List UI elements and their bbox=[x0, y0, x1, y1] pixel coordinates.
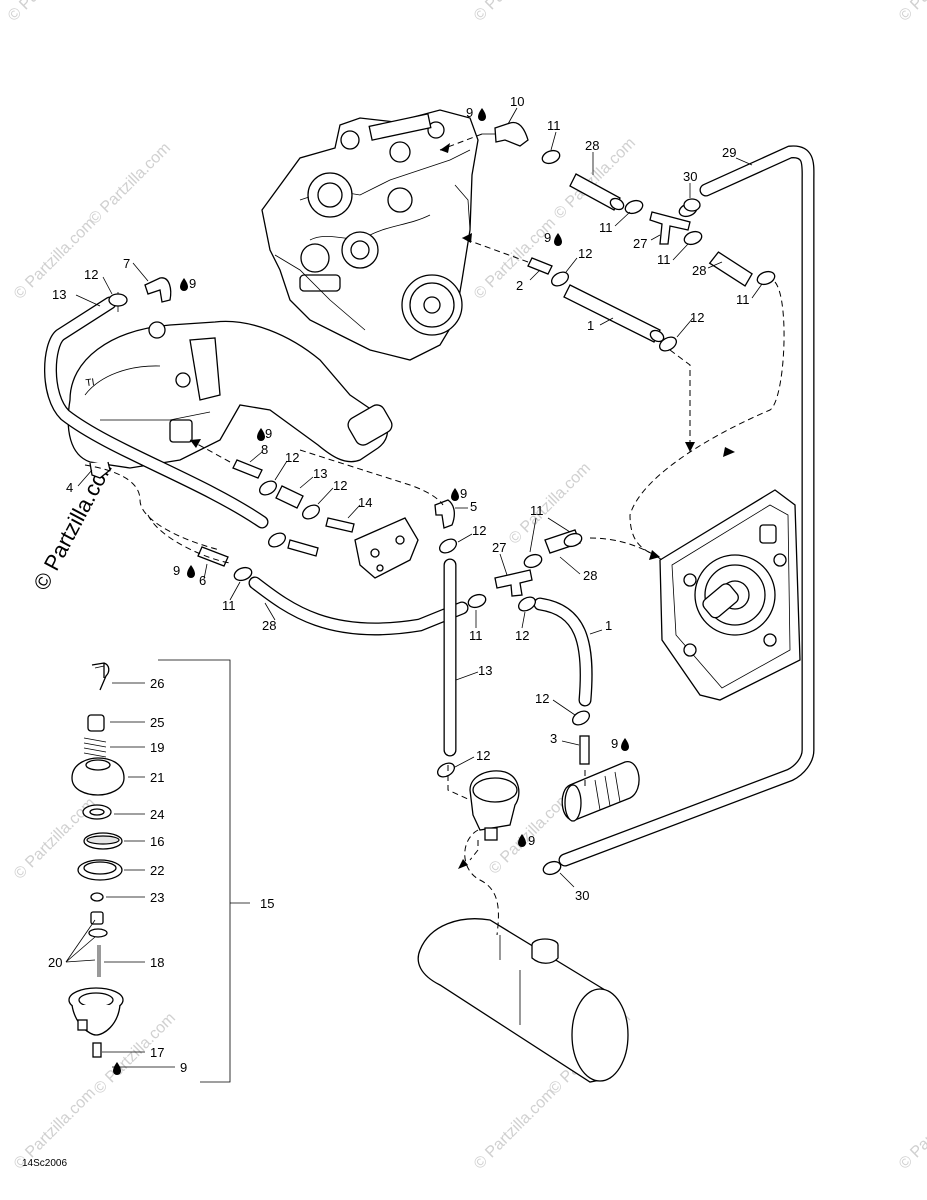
callout-9: 9 bbox=[180, 1060, 187, 1075]
fittings bbox=[108, 121, 776, 876]
callout-9: 9 bbox=[173, 563, 180, 578]
callout-9: 9 bbox=[189, 276, 196, 291]
callout-12: 12 bbox=[476, 748, 490, 763]
callout-7: 7 bbox=[123, 256, 130, 271]
callout-25: 25 bbox=[150, 715, 164, 730]
callout-28: 28 bbox=[583, 568, 597, 583]
callout-15: 15 bbox=[260, 896, 274, 911]
callout-3: 3 bbox=[550, 731, 557, 746]
callout-4: 4 bbox=[66, 480, 73, 495]
valve-body bbox=[469, 770, 520, 841]
callout-13: 13 bbox=[313, 466, 327, 481]
callout-27: 27 bbox=[633, 236, 647, 251]
reference-code: 14Sc2006 bbox=[22, 1158, 67, 1169]
watermark: © Partzilla.com bbox=[471, 0, 559, 25]
callout-6: 6 bbox=[199, 573, 206, 588]
callout-17: 17 bbox=[150, 1045, 164, 1060]
callout-23: 23 bbox=[150, 890, 164, 905]
callout-28: 28 bbox=[692, 263, 706, 278]
watermark: © Partzilla.com bbox=[471, 1085, 559, 1173]
callout-11: 11 bbox=[547, 118, 561, 133]
callout-28: 28 bbox=[262, 618, 276, 633]
callout-2: 2 bbox=[516, 278, 523, 293]
callout-30: 30 bbox=[575, 888, 589, 903]
callout-13: 13 bbox=[52, 287, 66, 302]
callout-9: 9 bbox=[466, 105, 473, 120]
callout-9: 9 bbox=[528, 833, 535, 848]
outlet-strainer bbox=[561, 761, 640, 822]
watermark: © Partzilla.com bbox=[86, 140, 174, 228]
svg-text:TI: TI bbox=[85, 377, 95, 389]
hoses bbox=[44, 145, 815, 867]
callout-21: 21 bbox=[150, 770, 164, 785]
callout-11: 11 bbox=[736, 292, 750, 307]
callout-10: 10 bbox=[510, 94, 524, 109]
callout-22: 22 bbox=[150, 863, 164, 878]
callout-5: 5 bbox=[470, 499, 477, 514]
callout-12: 12 bbox=[690, 310, 704, 325]
callout-20: 20 bbox=[48, 955, 62, 970]
callout-12: 12 bbox=[285, 450, 299, 465]
callout-11: 11 bbox=[657, 252, 671, 267]
sealant-drop-icon bbox=[113, 108, 629, 1075]
callout-12: 12 bbox=[578, 246, 592, 261]
watermark: © Partzilla.com bbox=[506, 460, 594, 548]
engine-block bbox=[261, 109, 479, 361]
part-labels: 10 9 11 28 29 30 11 27 11 28 11 9 12 2 1… bbox=[48, 94, 750, 1075]
callout-26: 26 bbox=[150, 676, 164, 691]
callout-28: 28 bbox=[585, 138, 599, 153]
callout-8: 8 bbox=[261, 442, 268, 457]
callout-27: 27 bbox=[492, 540, 506, 555]
exhaust-pipe: TI bbox=[67, 320, 393, 479]
callout-12: 12 bbox=[84, 267, 98, 282]
callout-29: 29 bbox=[722, 145, 736, 160]
muffler bbox=[417, 918, 629, 1083]
callout-9: 9 bbox=[544, 230, 551, 245]
callout-16: 16 bbox=[150, 834, 164, 849]
callout-12: 12 bbox=[515, 628, 529, 643]
callout-12: 12 bbox=[535, 691, 549, 706]
callout-11: 11 bbox=[530, 503, 544, 518]
flow-arrow-icon bbox=[190, 143, 735, 869]
callout-11: 11 bbox=[222, 598, 236, 613]
callout-13: 13 bbox=[478, 663, 492, 678]
callout-1: 1 bbox=[587, 318, 594, 333]
callout-30: 30 bbox=[683, 169, 697, 184]
leader-lines bbox=[75, 107, 763, 888]
callout-11: 11 bbox=[469, 628, 483, 643]
watermark: © Partzilla.com bbox=[896, 1085, 927, 1173]
callout-9: 9 bbox=[265, 426, 272, 441]
callout-14: 14 bbox=[358, 495, 372, 510]
callout-9: 9 bbox=[460, 486, 467, 501]
exploded-valve-assembly bbox=[65, 659, 250, 1083]
callout-18: 18 bbox=[150, 955, 164, 970]
callout-1: 1 bbox=[605, 618, 612, 633]
callout-24: 24 bbox=[150, 807, 164, 822]
callout-11: 11 bbox=[599, 220, 613, 235]
watermark: © Partzilla.com bbox=[896, 0, 927, 25]
callout-12: 12 bbox=[472, 523, 486, 538]
pump-housing bbox=[659, 489, 801, 701]
callout-12: 12 bbox=[333, 478, 347, 493]
watermark: © Partzilla.com bbox=[5, 0, 93, 25]
watermark: © Partzilla.com bbox=[471, 215, 559, 303]
callout-19: 19 bbox=[150, 740, 164, 755]
callout-9: 9 bbox=[611, 736, 618, 751]
